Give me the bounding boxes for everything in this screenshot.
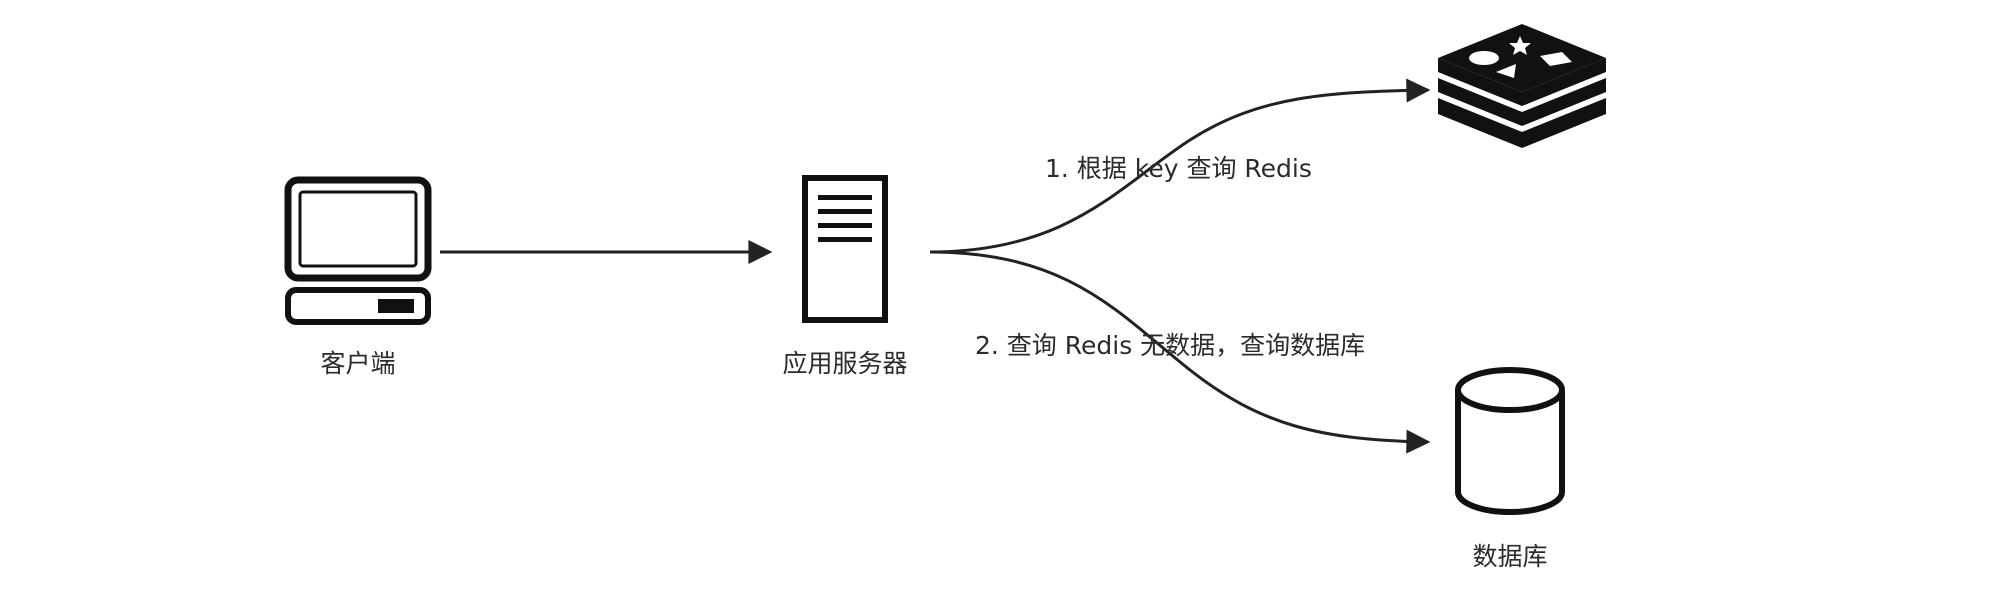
server-to-database-arrow — [929, 250, 1431, 454]
redis-node — [1438, 24, 1606, 148]
app-server-node: 应用服务器 — [782, 175, 908, 378]
database-node: 数据库 — [1455, 367, 1565, 571]
server-to-database-label: 2. 查询 Redis 无数据，查询数据库 — [975, 331, 1365, 360]
server-to-redis-arrow — [929, 78, 1431, 254]
redis-logo-icon — [1438, 24, 1606, 148]
app-server-label: 应用服务器 — [782, 349, 907, 378]
desktop-computer-icon — [284, 176, 432, 325]
edges: 1. 根据 key 查询 Redis 2. 查询 Redis 无数据，查询数据库 — [440, 78, 1431, 454]
server-to-redis-label: 1. 根据 key 查询 Redis — [1045, 154, 1312, 183]
client-label: 客户端 — [320, 349, 395, 378]
database-label: 数据库 — [1472, 542, 1547, 571]
client-node: 客户端 — [284, 176, 432, 378]
server-icon — [802, 175, 888, 323]
database-cylinder-icon — [1455, 367, 1565, 515]
